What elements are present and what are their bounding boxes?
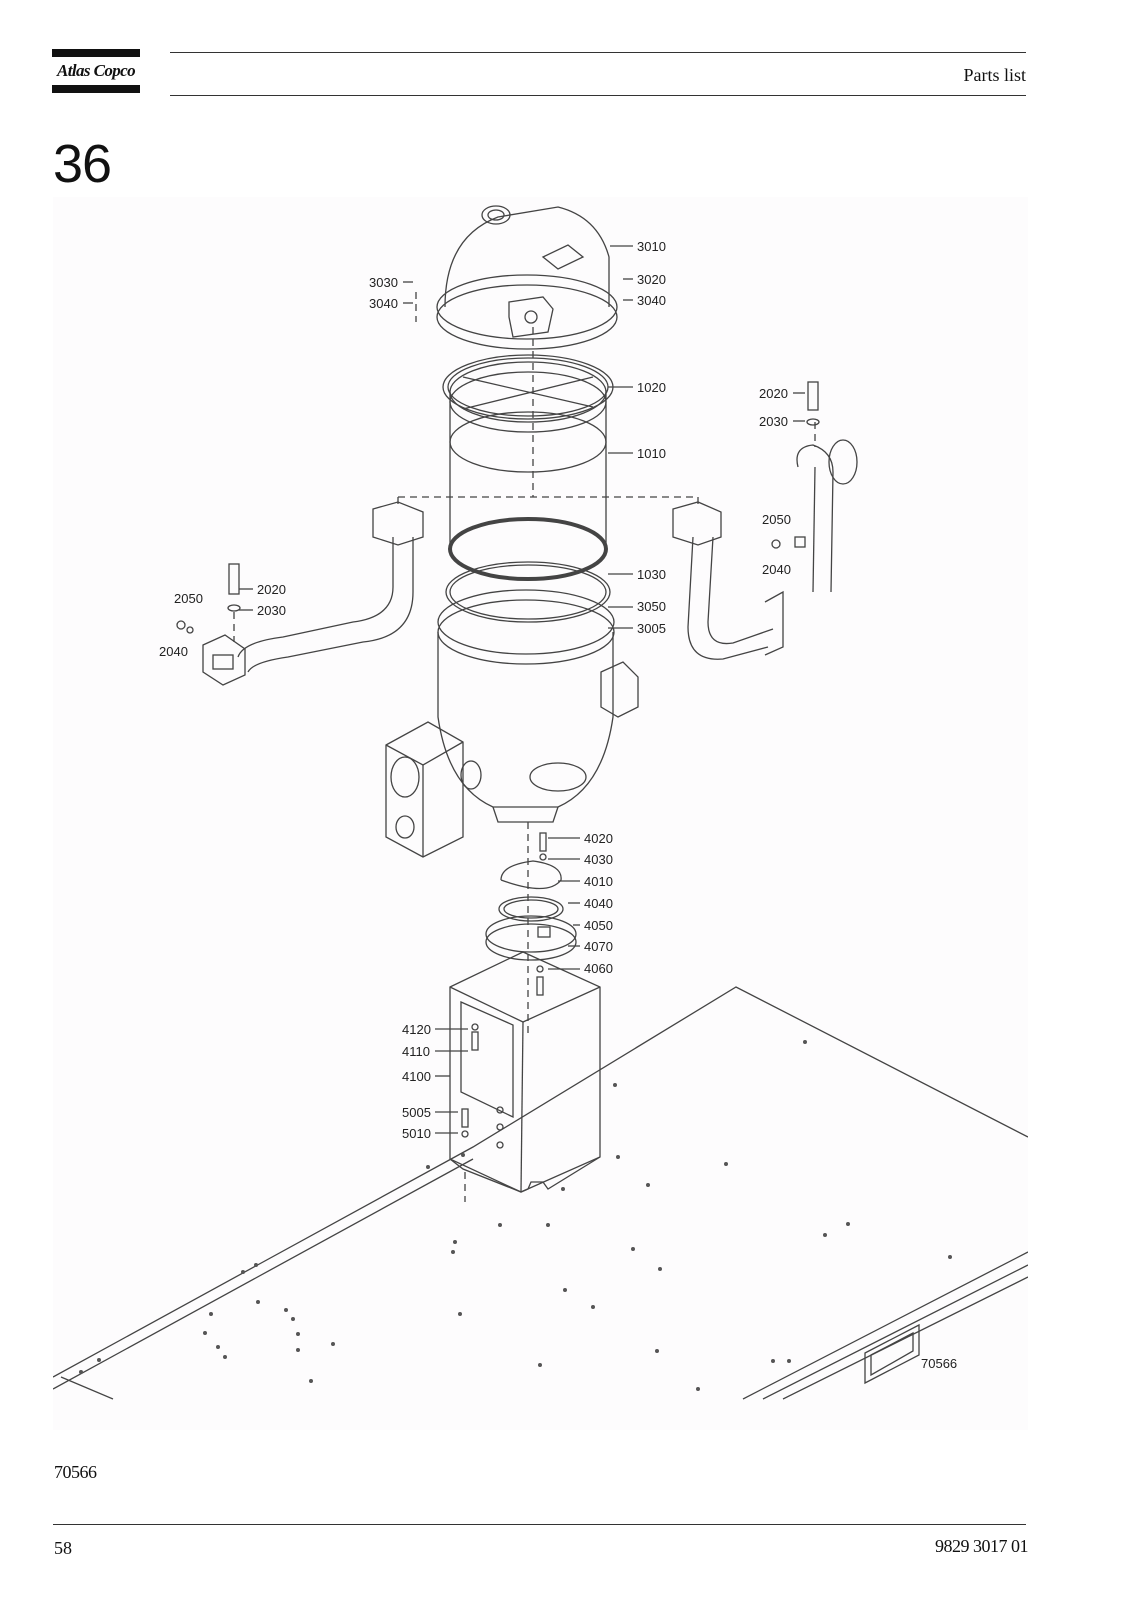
callout-5010: 5010	[402, 1126, 431, 1141]
figure-caption-reference: 70566	[54, 1462, 97, 1482]
filter-element	[448, 361, 608, 581]
brand-wordmark: Atlas Copco	[57, 61, 136, 80]
footer-page-number: 58	[54, 1538, 72, 1558]
footer-rule	[53, 1524, 1026, 1525]
callout-2050-left: 2050	[174, 591, 203, 606]
callout-3020: 3020	[637, 272, 666, 287]
left-outlet-pipe	[176, 501, 424, 686]
header-rule-top	[170, 52, 1026, 53]
header-rule-bottom	[170, 95, 1026, 96]
callout-3040-right: 3040	[637, 293, 666, 308]
callout-leaders	[239, 245, 805, 1134]
callout-labels: 3010 3030 3020 3040 3040 1020 2020 2030 …	[159, 239, 957, 1371]
exploded-view-drawing: 3010 3030 3020 3040 3040 1020 2020 2030 …	[53, 197, 1028, 1430]
assembly-axis-lines	[233, 292, 816, 1202]
callout-2020-right: 2020	[759, 386, 788, 401]
callout-2040-right: 2040	[762, 562, 791, 577]
callout-1010: 1010	[637, 446, 666, 461]
clamp-bracket-parts	[461, 832, 577, 1138]
callout-4010: 4010	[584, 874, 613, 889]
o-ring-1030	[445, 561, 611, 623]
callout-4070: 4070	[584, 939, 613, 954]
callout-1020: 1020	[637, 380, 666, 395]
callout-4100: 4100	[402, 1069, 431, 1084]
logo-bar-top	[52, 49, 140, 57]
callout-2040-left: 2040	[159, 644, 188, 659]
logo-bar-bottom	[52, 85, 140, 93]
plate-holes	[79, 1040, 952, 1391]
top-cover	[436, 205, 618, 350]
callout-4020: 4020	[584, 831, 613, 846]
o-ring-1020	[442, 354, 614, 420]
callout-2020-left: 2020	[257, 582, 286, 597]
callout-4110: 4110	[402, 1044, 430, 1059]
callout-2050-right: 2050	[762, 512, 791, 527]
callout-1030: 1030	[637, 567, 666, 582]
callout-3050: 3050	[637, 599, 666, 614]
stand-frame	[449, 951, 601, 1193]
callout-4040: 4040	[584, 896, 613, 911]
callout-5005: 5005	[402, 1105, 431, 1120]
callout-4060: 4060	[584, 961, 613, 976]
callout-4120: 4120	[402, 1022, 431, 1037]
callout-2030-right: 2030	[759, 414, 788, 429]
section-title: Parts list	[963, 65, 1026, 85]
callout-3010: 3010	[637, 239, 666, 254]
footer-document-number: 9829 3017 01	[935, 1536, 1029, 1556]
callout-4050: 4050	[584, 918, 613, 933]
callout-3005: 3005	[637, 621, 666, 636]
base-plate	[53, 986, 1028, 1400]
callout-4030: 4030	[584, 852, 613, 867]
chapter-number: 36	[53, 134, 112, 194]
callout-3030: 3030	[369, 275, 398, 290]
drawing-svg: 3010 3030 3020 3040 3040 1020 2020 2030 …	[53, 205, 1028, 1400]
image-id-label: 70566	[921, 1356, 957, 1371]
lower-housing	[385, 589, 639, 858]
brand-logo: Atlas Copco	[52, 49, 140, 93]
callout-3040-left: 3040	[369, 296, 398, 311]
callout-2030-left: 2030	[257, 603, 286, 618]
